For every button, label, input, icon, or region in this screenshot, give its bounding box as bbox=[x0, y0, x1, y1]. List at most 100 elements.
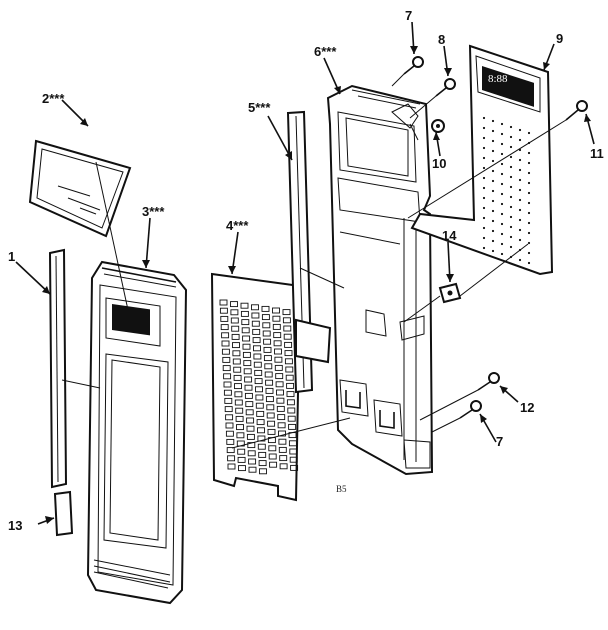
board-dot bbox=[518, 128, 522, 132]
part-2-window-glass bbox=[28, 139, 132, 238]
part-12-screw bbox=[477, 372, 500, 391]
board-dot bbox=[500, 252, 504, 256]
svg-text:8:88: 8:88 bbox=[488, 73, 508, 85]
perforation-hole bbox=[230, 301, 238, 308]
perforation-hole bbox=[232, 350, 241, 357]
board-dot bbox=[491, 189, 495, 193]
perforation-hole bbox=[288, 440, 297, 447]
board-dot bbox=[500, 222, 504, 226]
perforation-hole bbox=[253, 353, 262, 360]
board-dot bbox=[500, 132, 504, 136]
assembly-guide-lines bbox=[61, 73, 567, 449]
board-dot bbox=[500, 232, 504, 236]
perforation-hole bbox=[285, 366, 294, 373]
perforation-hole bbox=[274, 348, 282, 355]
callout-1: 1 bbox=[8, 249, 15, 264]
perforation-hole bbox=[252, 337, 261, 344]
board-dot bbox=[482, 116, 486, 120]
perforation-hole bbox=[222, 356, 231, 363]
callout-4: 4*** bbox=[226, 218, 249, 233]
board-dot bbox=[482, 226, 486, 230]
part-11-screw bbox=[565, 100, 588, 121]
callout-2: 2*** bbox=[42, 91, 65, 106]
board-dot bbox=[527, 171, 531, 175]
perforation-hole bbox=[240, 310, 249, 317]
perforation-hole bbox=[252, 328, 261, 335]
board-dot bbox=[518, 208, 522, 212]
perforation-hole bbox=[267, 428, 276, 435]
board-dot bbox=[500, 212, 504, 216]
perforation-hole bbox=[277, 414, 286, 421]
perforation-hole bbox=[232, 358, 241, 365]
perforation-hole bbox=[282, 309, 291, 316]
part-3-door-frame bbox=[86, 260, 188, 605]
callout-6: 6*** bbox=[314, 44, 337, 59]
perforation-hole bbox=[231, 325, 240, 332]
perforation-hole bbox=[224, 406, 233, 413]
callout-12: 12 bbox=[520, 400, 534, 415]
board-dot bbox=[482, 246, 486, 250]
callout-9: 9 bbox=[556, 31, 563, 46]
perforation-hole bbox=[225, 430, 234, 437]
perforation-hole bbox=[243, 368, 252, 375]
perforation-hole bbox=[242, 335, 251, 342]
perforation-hole bbox=[224, 397, 233, 404]
perforation-hole bbox=[265, 396, 274, 403]
part-1-choke-strip bbox=[48, 248, 68, 489]
board-dot bbox=[482, 166, 486, 170]
board-dot bbox=[527, 201, 531, 205]
part-7-screw-top bbox=[403, 56, 424, 75]
perforation-hole bbox=[287, 407, 296, 414]
board-dot bbox=[518, 258, 522, 262]
perforation-hole bbox=[226, 447, 235, 454]
board-dot bbox=[518, 168, 522, 172]
perforation-hole bbox=[257, 427, 265, 434]
perforation-hole bbox=[255, 394, 264, 401]
board-dot bbox=[518, 218, 522, 222]
perforation-hole bbox=[246, 433, 255, 440]
perforation-hole bbox=[290, 464, 299, 471]
board-dot bbox=[491, 199, 495, 203]
perforation-hole bbox=[279, 455, 288, 462]
perforation-hole bbox=[268, 453, 277, 460]
board-dot bbox=[491, 129, 495, 133]
perforation-hole bbox=[221, 332, 230, 339]
part-6-panel-frame bbox=[326, 84, 434, 476]
perforation-hole bbox=[242, 343, 251, 350]
board-dot bbox=[482, 216, 486, 220]
perforation-hole bbox=[236, 424, 244, 431]
perforation-hole bbox=[241, 327, 250, 334]
perforation-hole bbox=[263, 346, 272, 353]
perforation-hole bbox=[267, 420, 276, 427]
perforation-hole bbox=[274, 356, 283, 363]
perforation-hole bbox=[253, 345, 261, 352]
perforation-hole bbox=[289, 456, 298, 463]
perforation-hole bbox=[243, 360, 252, 367]
board-dot bbox=[491, 219, 495, 223]
board-dot bbox=[500, 152, 504, 156]
part-14-bracket bbox=[438, 282, 462, 304]
board-dot bbox=[482, 206, 486, 210]
perforation-hole bbox=[254, 378, 263, 385]
perforation-hole bbox=[248, 458, 257, 465]
perforation-hole bbox=[289, 448, 298, 455]
perforation-hole bbox=[225, 422, 234, 429]
perforation-hole bbox=[264, 371, 273, 378]
perforation-hole bbox=[254, 369, 263, 376]
board-dot bbox=[482, 126, 486, 130]
board-dot bbox=[527, 131, 531, 135]
board-dot bbox=[482, 156, 486, 160]
part-13-cover bbox=[53, 490, 74, 537]
perforation-hole bbox=[276, 389, 284, 396]
board-dot bbox=[509, 225, 513, 229]
perforation-hole bbox=[231, 333, 240, 340]
perforation-hole bbox=[266, 404, 275, 411]
perforation-hole bbox=[268, 445, 277, 452]
board-dot bbox=[527, 221, 531, 225]
board-dot bbox=[527, 211, 531, 215]
perforation-hole bbox=[248, 466, 257, 473]
perforation-hole bbox=[233, 366, 242, 373]
callout-10: 10 bbox=[432, 156, 446, 171]
perforation-hole bbox=[272, 315, 281, 322]
perforation-hole bbox=[262, 322, 271, 329]
